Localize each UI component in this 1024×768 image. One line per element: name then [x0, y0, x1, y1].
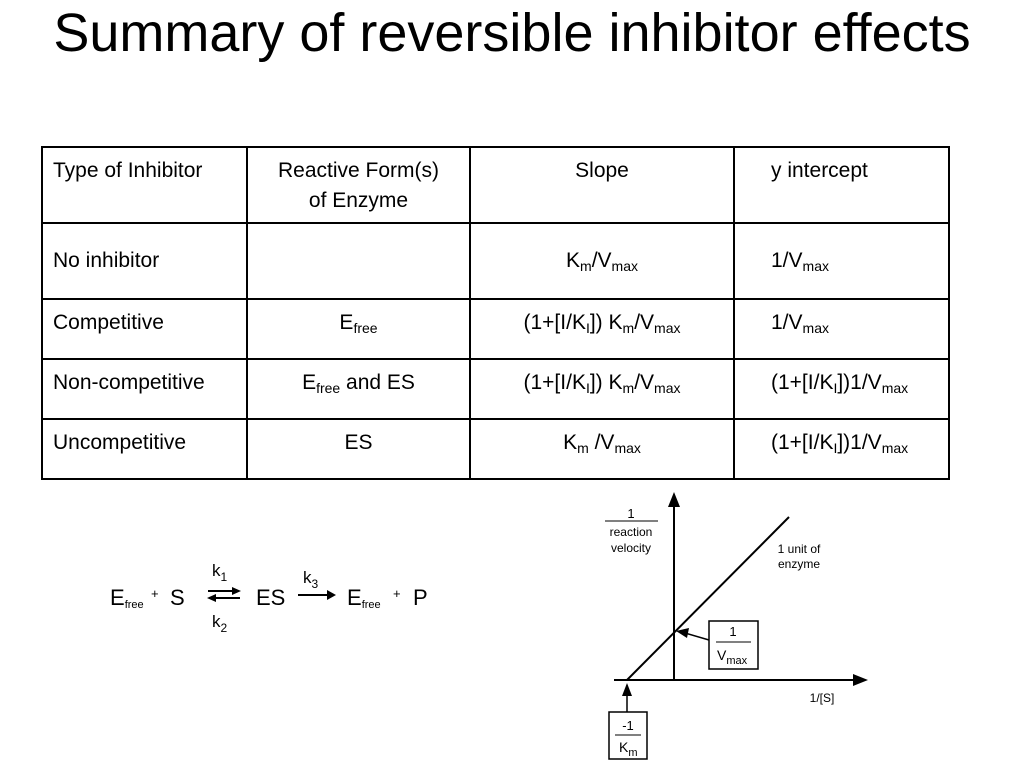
svg-text:1 unit of: 1 unit of — [778, 542, 821, 556]
y-axis — [668, 492, 680, 680]
row-type: Competitive — [53, 311, 164, 334]
svg-text:reaction: reaction — [610, 525, 653, 539]
row-yint: (1+[I/KI])1/Vmax — [771, 371, 909, 396]
y-axis-label: 1 reaction velocity — [605, 506, 658, 555]
table-row: Competitive Efree (1+[I/KI]) Km/Vmax 1/V… — [41, 298, 950, 360]
page-title: Summary of reversible inhibitor effects — [0, 0, 1024, 66]
cell-yint: 1/Vmax — [733, 222, 950, 300]
row-type: Non-competitive — [53, 371, 205, 394]
scheme-k3: k3 — [303, 568, 319, 591]
scheme-plus-1: + — [151, 586, 159, 601]
svg-text:1: 1 — [729, 624, 736, 639]
cell-forms — [246, 222, 471, 300]
header-forms-line1: Reactive Form(s) — [277, 159, 440, 182]
table-row: Uncompetitive ES Km /Vmax (1+[I/KI])1/Vm… — [41, 418, 950, 480]
scheme-s: S — [170, 585, 185, 610]
row-type: No inhibitor — [53, 249, 160, 272]
row-forms: ES — [344, 431, 373, 454]
cell-slope: Km/Vmax — [469, 222, 735, 300]
header-type: Type of Inhibitor — [53, 159, 203, 182]
row-yint: 1/Vmax — [771, 311, 829, 336]
svg-text:enzyme: enzyme — [778, 557, 820, 571]
cell-forms: Efree and ES — [246, 358, 471, 420]
header-cell-type: Type of Inhibitor — [41, 146, 248, 224]
row-yint: (1+[I/KI])1/Vmax — [771, 431, 909, 456]
cell-forms: Efree — [246, 298, 471, 360]
table-row: Non-competitive Efree and ES (1+[I/KI]) … — [41, 358, 950, 420]
row-yint: 1/Vmax — [771, 249, 829, 274]
cell-type: Non-competitive — [41, 358, 248, 420]
header-yint: y intercept — [771, 159, 868, 182]
row-slope: Km /Vmax — [563, 431, 641, 456]
header-forms: Reactive Form(s) of Enzyme — [248, 148, 469, 216]
cell-yint: 1/Vmax — [733, 298, 950, 360]
row-forms — [248, 224, 469, 246]
cell-type: Competitive — [41, 298, 248, 360]
line-label: 1 unit of enzyme — [778, 542, 821, 571]
x-axis-label: 1/[S] — [810, 691, 835, 705]
enzyme-line — [626, 516, 790, 681]
row-slope: Km/Vmax — [566, 249, 638, 274]
cell-slope: (1+[I/KI]) Km/Vmax — [469, 358, 735, 420]
scheme-plus-2: + — [393, 586, 401, 601]
inhibitor-summary-table: Type of Inhibitor Reactive Form(s) of En… — [41, 146, 950, 480]
svg-text:velocity: velocity — [611, 541, 651, 555]
header-cell-yint: y intercept — [733, 146, 950, 224]
row-slope: (1+[I/KI]) Km/Vmax — [523, 311, 681, 336]
header-cell-slope: Slope — [469, 146, 735, 224]
svg-text:Vmax: Vmax — [717, 647, 748, 667]
row-forms: Efree and ES — [302, 371, 415, 396]
forward-arrow — [298, 590, 336, 600]
x-axis — [614, 674, 868, 686]
header-cell-forms: Reactive Form(s) of Enzyme — [246, 146, 471, 224]
cell-yint: (1+[I/KI])1/Vmax — [733, 418, 950, 480]
svg-text:-1: -1 — [622, 718, 634, 733]
scheme-e-free: Efree — [110, 585, 144, 611]
scheme-k1: k1 — [212, 561, 228, 584]
header-forms-line2: of Enzyme — [308, 189, 409, 212]
scheme-k2: k2 — [212, 612, 228, 635]
scheme-es: ES — [256, 585, 285, 610]
equilibrium-arrows — [207, 587, 241, 602]
svg-text:Km: Km — [619, 739, 638, 759]
cell-yint: (1+[I/KI])1/Vmax — [733, 358, 950, 420]
row-type: Uncompetitive — [53, 431, 187, 454]
header-slope: Slope — [575, 159, 629, 182]
km-intercept-label: -1 Km — [608, 683, 648, 760]
row-forms: Efree — [339, 311, 378, 336]
cell-slope: (1+[I/KI]) Km/Vmax — [469, 298, 735, 360]
cell-type: No inhibitor — [41, 222, 248, 300]
cell-type: Uncompetitive — [41, 418, 248, 480]
table-header-row: Type of Inhibitor Reactive Form(s) of En… — [41, 146, 950, 224]
table-row: No inhibitor Km/Vmax 1/Vmax — [41, 222, 950, 300]
scheme-e-free-2: Efree — [347, 585, 381, 611]
svg-text:1: 1 — [627, 506, 634, 521]
cell-slope: Km /Vmax — [469, 418, 735, 480]
scheme-p: P — [413, 585, 428, 610]
vmax-intercept-label: 1 Vmax — [676, 620, 759, 670]
title-text: Summary of reversible inhibitor effects — [53, 3, 971, 63]
cell-forms: ES — [246, 418, 471, 480]
row-slope: (1+[I/KI]) Km/Vmax — [523, 371, 681, 396]
